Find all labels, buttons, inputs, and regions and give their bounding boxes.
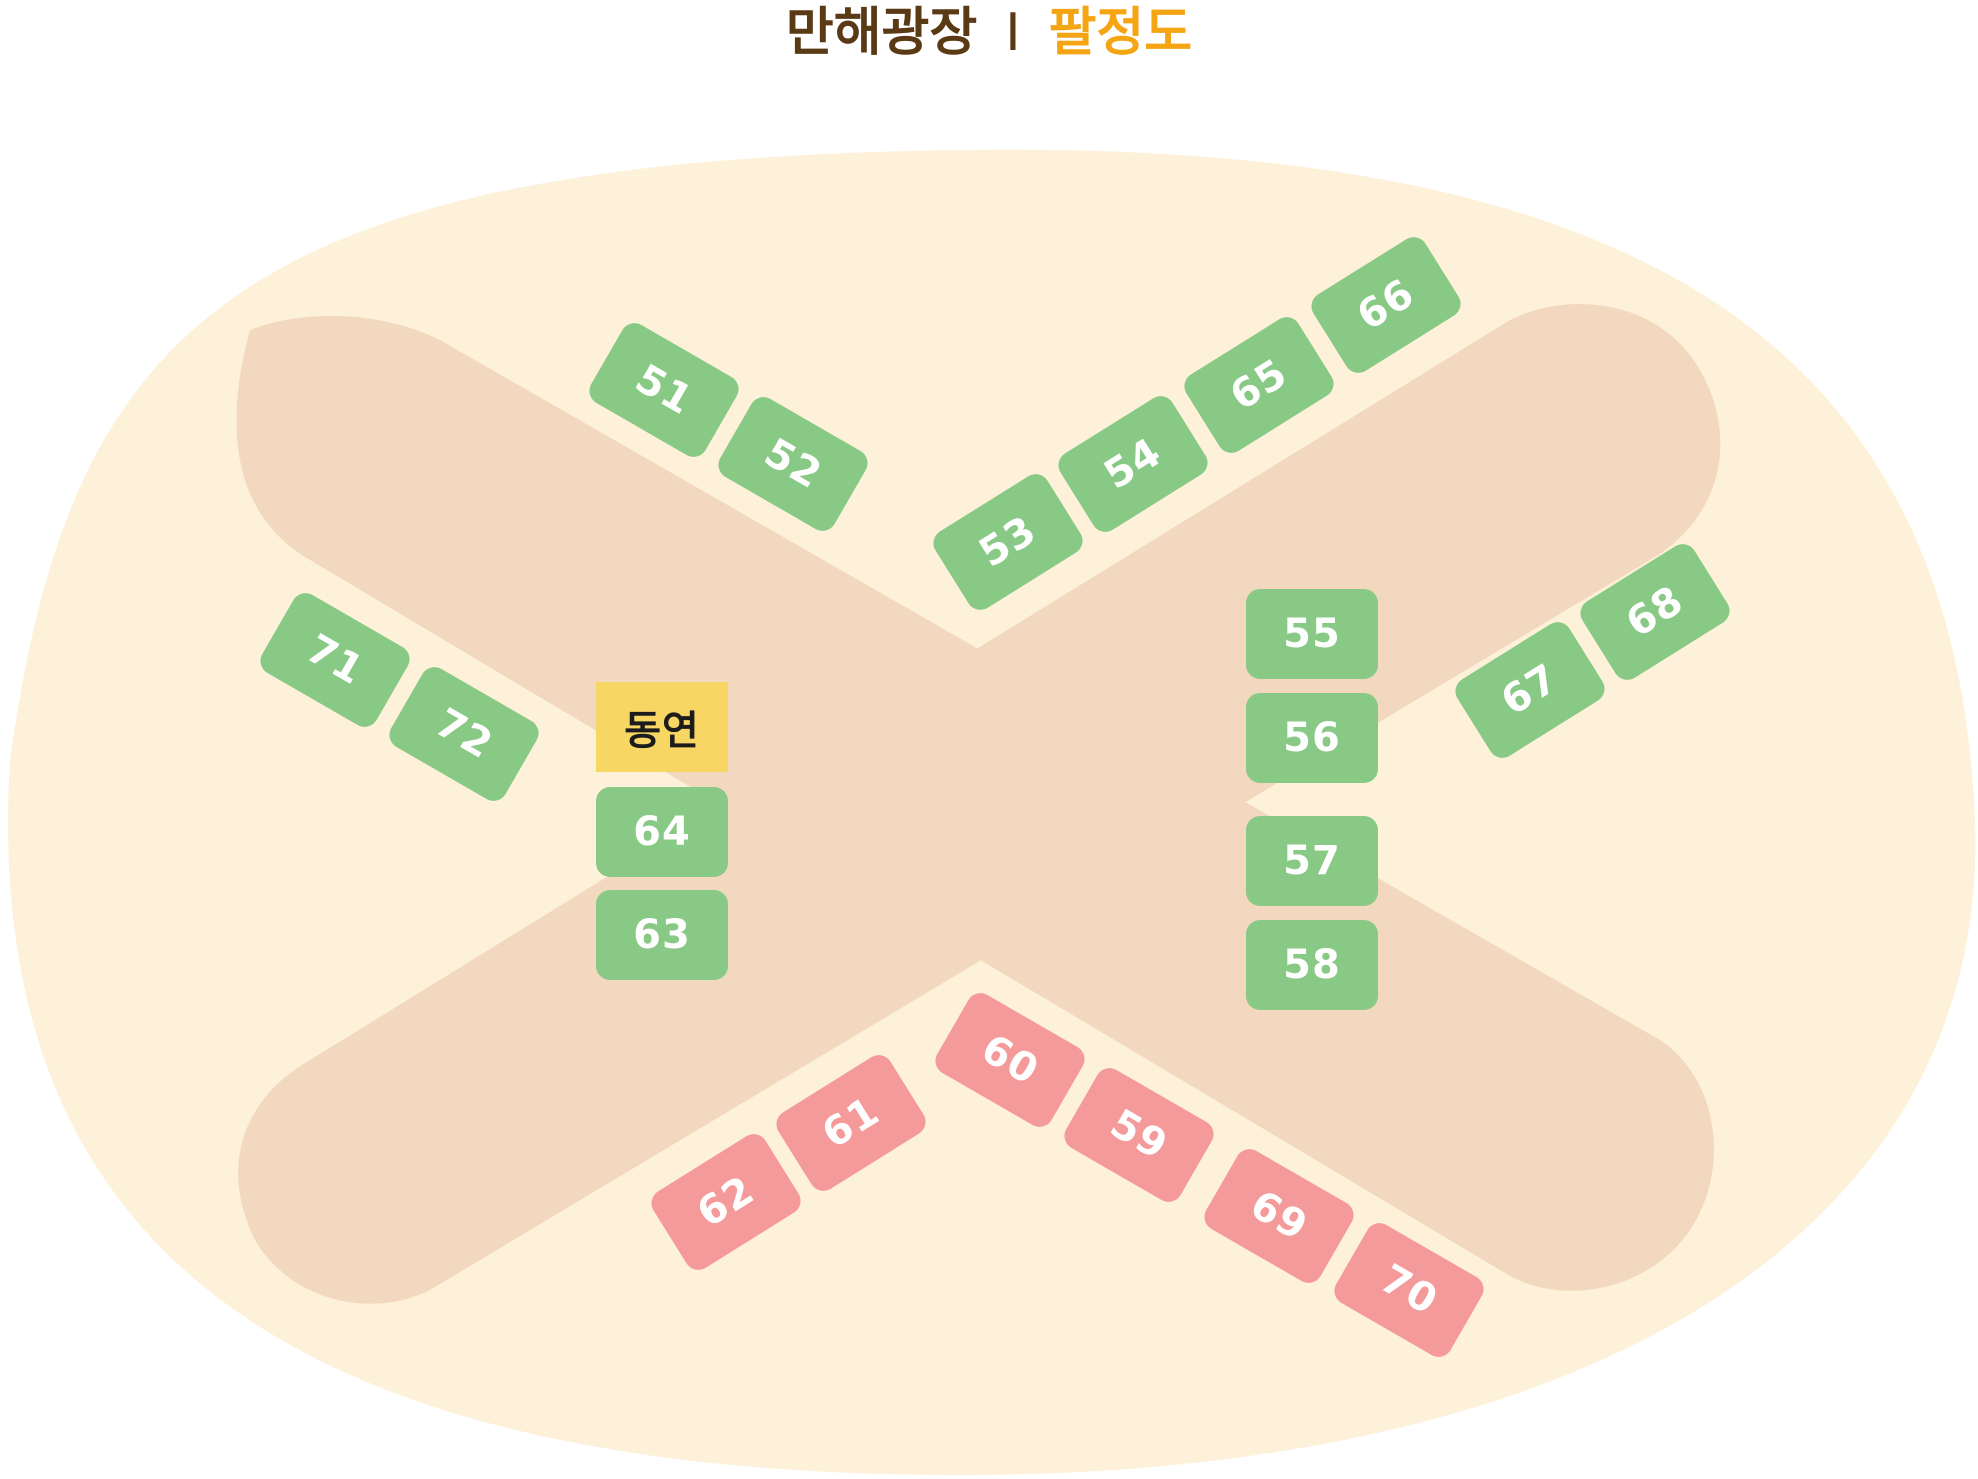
road-ne-sw (238, 304, 1721, 1304)
area-name: 팔정도 (1048, 3, 1193, 63)
map-title: 만해광장 I 팔정도 (0, 0, 1978, 70)
place-name: 만해광장 (785, 3, 978, 63)
title-separator: I (1005, 3, 1021, 63)
booth-55[interactable]: 55 (1246, 589, 1378, 679)
crossing-roads (236, 304, 1721, 1304)
stage-dongyeon: 동연 (596, 682, 728, 772)
booth-56[interactable]: 56 (1246, 693, 1378, 783)
booth-63[interactable]: 63 (596, 890, 728, 980)
booth-57[interactable]: 57 (1246, 816, 1378, 906)
booth-58[interactable]: 58 (1246, 920, 1378, 1010)
booth-64[interactable]: 64 (596, 787, 728, 877)
